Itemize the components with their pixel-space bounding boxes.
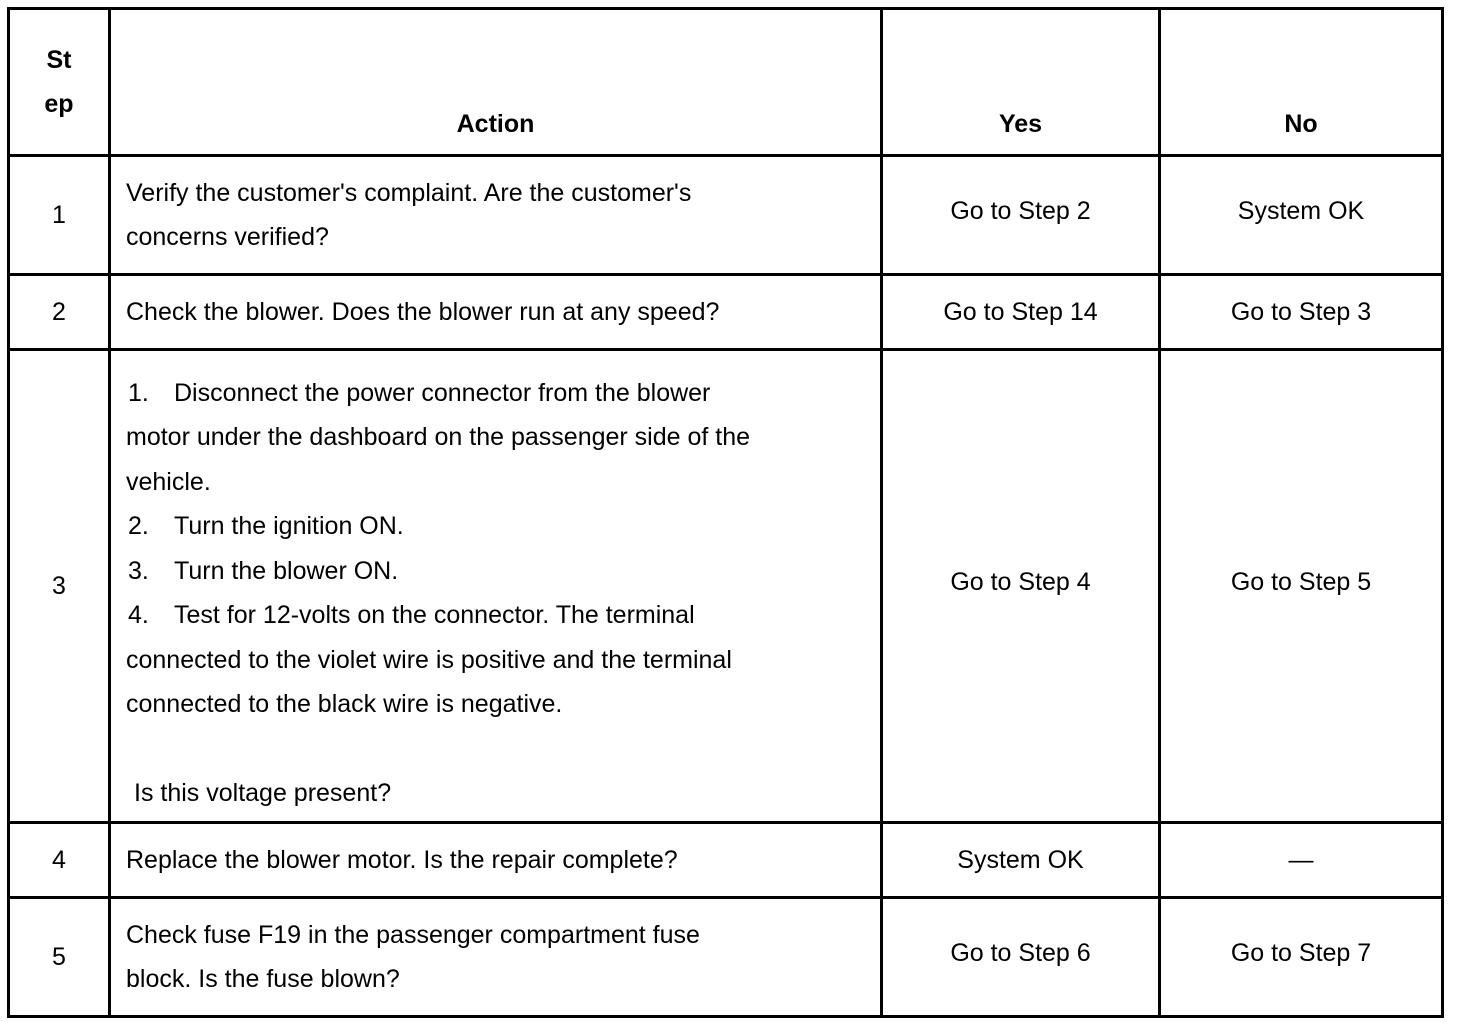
yes-result: System OK: [880, 821, 1161, 899]
no-result: —: [1158, 821, 1444, 899]
action-list-item: 1. Disconnect the power connector from th…: [126, 371, 868, 416]
action-question: Is this voltage present?: [134, 778, 392, 807]
list-text: Disconnect the power connector from the …: [174, 378, 711, 407]
list-text: Turn the ignition ON.: [174, 512, 404, 541]
action-list-item: motor under the dashboard on the passeng…: [126, 423, 751, 452]
yes-result: Go to Step 14: [880, 273, 1161, 351]
list-number: 1.: [128, 378, 149, 407]
no-column-header: No: [1158, 7, 1444, 157]
list-text: Turn the blower ON.: [174, 556, 399, 585]
no-result: Go to Step 5: [1158, 348, 1444, 824]
no-result: Go to Step 7: [1158, 896, 1444, 1018]
step-header-line-2: ep: [44, 90, 74, 118]
action-text-line: block. Is the fuse blown?: [126, 965, 400, 993]
no-result: System OK: [1158, 154, 1444, 276]
step-number: 3: [7, 348, 111, 824]
table-row: 3 1. Disconnect the power connector from …: [7, 348, 1444, 824]
list-number: 4.: [128, 601, 149, 630]
diagnostic-procedure-document: St ep Action Yes No 1 Verify the custome…: [7, 7, 1444, 1018]
step-number: 2: [7, 273, 111, 351]
list-number: 2.: [128, 512, 149, 541]
table-row: 2 Check the blower. Does the blower run …: [7, 273, 1444, 351]
step-number: 5: [7, 896, 111, 1018]
step-number: 4: [7, 821, 111, 899]
yes-result: Go to Step 4: [880, 348, 1161, 824]
action-list-item: 2. Turn the ignition ON.: [126, 504, 868, 549]
action-column-header: Action: [108, 7, 883, 157]
action-list-item: 3. Turn the blower ON.: [126, 549, 868, 594]
action-cell: Verify the customer's complaint. Are the…: [108, 154, 883, 276]
step-number: 1: [7, 154, 111, 276]
table-row: 1 Verify the customer's complaint. Are t…: [7, 154, 1444, 276]
action-cell: Replace the blower motor. Is the repair …: [108, 821, 883, 899]
action-list-item: connected to the violet wire is positive…: [126, 645, 732, 674]
action-text-line: Verify the customer's complaint. Are the…: [126, 178, 692, 207]
table-row: 5 Check fuse F19 in the passenger compar…: [7, 896, 1444, 1018]
yes-column-header: Yes: [880, 7, 1161, 157]
action-list-item: vehicle.: [126, 467, 211, 496]
action-list-item: connected to the black wire is negative.: [126, 690, 563, 719]
no-result: Go to Step 3: [1158, 273, 1444, 351]
list-text: Test for 12-volts on the connector. The …: [174, 601, 695, 630]
list-number: 3.: [128, 556, 149, 585]
action-cell: Check fuse F19 in the passenger compartm…: [108, 896, 883, 1018]
header-row: St ep Action Yes No: [7, 7, 1444, 157]
table-row: 4 Replace the blower motor. Is the repai…: [7, 821, 1444, 899]
action-list-item: 4. Test for 12-volts on the connector. Th…: [126, 593, 868, 638]
yes-result: Go to Step 2: [880, 154, 1161, 276]
diagnostic-steps-table: St ep Action Yes No 1 Verify the custome…: [7, 7, 1444, 1018]
action-cell: Check the blower. Does the blower run at…: [108, 273, 883, 351]
action-cell: 1. Disconnect the power connector from th…: [108, 348, 883, 824]
step-column-header: St ep: [7, 7, 111, 157]
step-header-line-1: St: [46, 45, 72, 74]
action-text-line: concerns verified?: [126, 223, 329, 251]
yes-result: Go to Step 6: [880, 896, 1161, 1018]
action-text-line: Check fuse F19 in the passenger compartm…: [126, 920, 700, 949]
